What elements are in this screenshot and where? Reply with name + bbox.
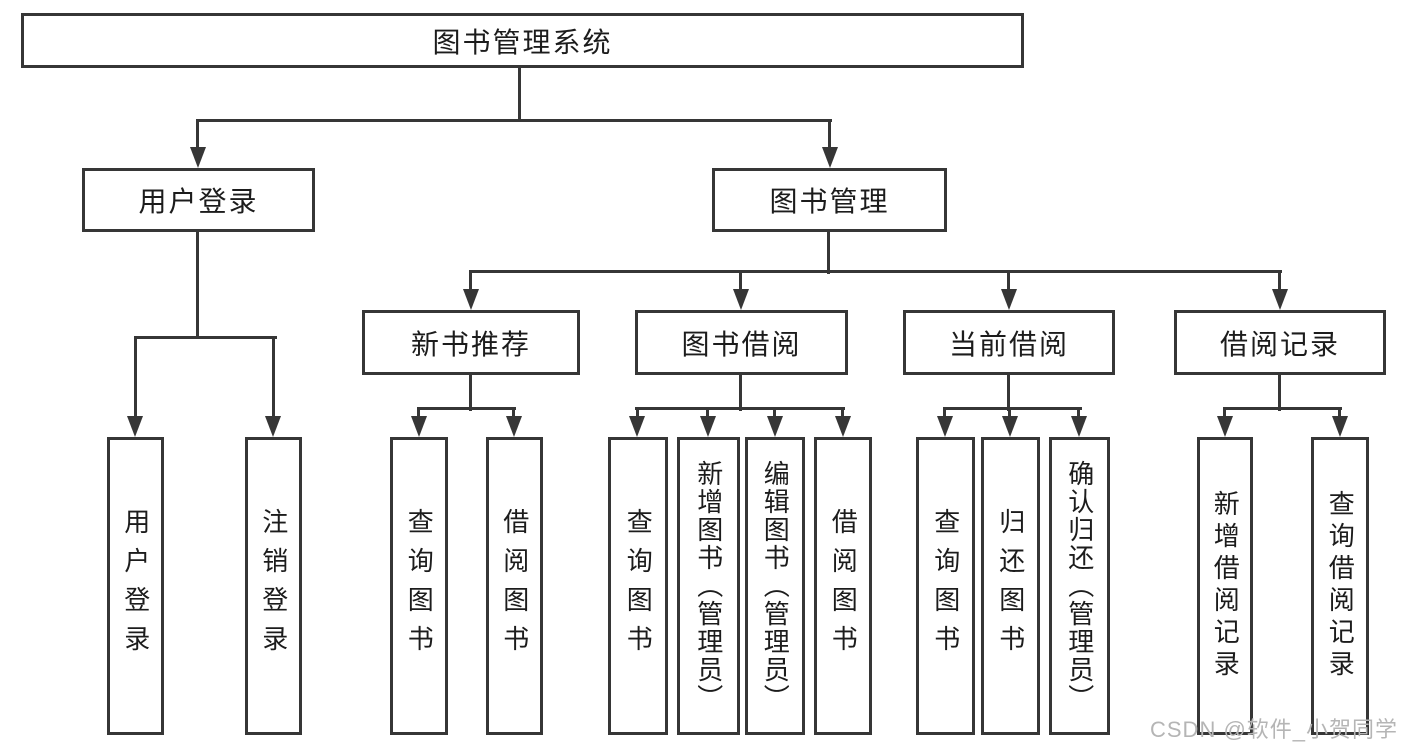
arrow-down xyxy=(1217,416,1233,437)
arrow-down xyxy=(835,416,851,437)
arrow-down xyxy=(463,289,479,310)
arrow-down xyxy=(127,416,143,437)
connector-line xyxy=(272,336,275,420)
connector-line xyxy=(134,336,137,420)
arrow-down xyxy=(1071,416,1087,437)
connector-line xyxy=(518,66,521,121)
arrow-down xyxy=(767,416,783,437)
node-current-query-book: 查询图书 xyxy=(916,437,975,735)
node-recommend-borrow-book: 借阅图书 xyxy=(486,437,543,735)
connector-line xyxy=(706,407,709,419)
node-return-book-label: 归还图书 xyxy=(995,508,1026,664)
connector-line xyxy=(943,407,1082,410)
connector-line xyxy=(196,119,199,151)
connector-line xyxy=(1077,407,1080,419)
connector-line xyxy=(1338,407,1341,419)
node-user-login: 用户登录 xyxy=(82,168,315,232)
node-current-borrowing: 当前借阅 xyxy=(903,310,1115,375)
node-borrowing-borrow-book: 借阅图书 xyxy=(814,437,872,735)
arrow-down xyxy=(937,416,953,437)
node-recommend-borrow-book-label: 借阅图书 xyxy=(499,508,530,664)
node-new-book-recommend: 新书推荐 xyxy=(362,310,580,375)
arrow-down xyxy=(190,147,206,168)
connector-line xyxy=(1278,373,1281,411)
node-library-system: 图书管理系统 xyxy=(21,13,1024,68)
node-new-book-recommend-label: 新书推荐 xyxy=(410,328,531,360)
node-confirm-return-admin: 确认归还（管理员） xyxy=(1049,437,1110,735)
connector-line xyxy=(828,119,831,151)
connector-line xyxy=(469,270,1282,273)
node-borrowing-records-label: 借阅记录 xyxy=(1219,328,1340,360)
arrow-down xyxy=(1002,416,1018,437)
arrow-down xyxy=(700,416,716,437)
node-leaf-logout-login-label: 注销登录 xyxy=(258,508,289,664)
connector-line xyxy=(469,373,472,411)
connector-line xyxy=(841,407,844,419)
node-borrowing-query-book-label: 查询图书 xyxy=(623,508,654,664)
connector-line xyxy=(469,270,472,294)
node-current-query-book-label: 查询图书 xyxy=(930,508,961,664)
node-recommend-query-book: 查询图书 xyxy=(390,437,448,735)
arrow-down xyxy=(629,416,645,437)
node-borrowing-borrow-book-label: 借阅图书 xyxy=(828,508,859,664)
connector-line xyxy=(512,407,515,419)
node-confirm-return-admin-label: 确认归还（管理员） xyxy=(1064,460,1095,712)
node-book-borrowing: 图书借阅 xyxy=(635,310,848,375)
node-edit-book-admin-label: 编辑图书（管理员） xyxy=(760,460,791,712)
connector-line xyxy=(827,230,830,274)
node-borrowing-records: 借阅记录 xyxy=(1174,310,1386,375)
connector-line xyxy=(417,407,516,410)
node-add-book-admin-label: 新增图书（管理员） xyxy=(693,460,724,712)
node-leaf-user-login: 用户登录 xyxy=(107,437,164,735)
connector-line xyxy=(1007,270,1010,294)
csdn-watermark: CSDN @软件_小贺同学 xyxy=(1150,717,1399,742)
connector-line xyxy=(1223,407,1342,410)
connector-line xyxy=(773,407,776,419)
connector-line xyxy=(417,407,420,419)
node-library-system-label: 图书管理系统 xyxy=(432,26,613,58)
arrow-down xyxy=(822,147,838,168)
connector-line xyxy=(636,407,639,419)
arrow-down xyxy=(265,416,281,437)
arrow-down xyxy=(1272,289,1288,310)
node-query-borrow-record-label: 查询借阅记录 xyxy=(1325,490,1356,682)
node-recommend-query-book-label: 查询图书 xyxy=(404,508,435,664)
connector-line xyxy=(196,230,199,339)
node-add-borrow-record: 新增借阅记录 xyxy=(1197,437,1253,735)
node-leaf-logout-login: 注销登录 xyxy=(245,437,302,735)
connector-line xyxy=(739,373,742,411)
arrow-down xyxy=(1332,416,1348,437)
arrow-down xyxy=(733,289,749,310)
node-add-book-admin: 新增图书（管理员） xyxy=(677,437,740,735)
connector-line xyxy=(1008,407,1011,419)
connector-line xyxy=(134,336,277,339)
connector-line xyxy=(1007,373,1010,411)
node-query-borrow-record: 查询借阅记录 xyxy=(1311,437,1369,735)
connector-line xyxy=(196,119,832,122)
arrow-down xyxy=(411,416,427,437)
arrow-down xyxy=(1001,289,1017,310)
node-add-borrow-record-label: 新增借阅记录 xyxy=(1210,490,1241,682)
node-borrowing-query-book: 查询图书 xyxy=(608,437,668,735)
node-book-management-label: 图书管理 xyxy=(769,186,890,217)
connector-line xyxy=(943,407,946,419)
node-book-management: 图书管理 xyxy=(712,168,947,232)
node-return-book: 归还图书 xyxy=(981,437,1040,735)
node-user-login-label: 用户登录 xyxy=(138,186,259,217)
connector-line xyxy=(1223,407,1226,419)
connector-line xyxy=(739,270,742,294)
arrow-down xyxy=(506,416,522,437)
node-leaf-user-login-label: 用户登录 xyxy=(120,508,151,664)
node-edit-book-admin: 编辑图书（管理员） xyxy=(745,437,805,735)
node-book-borrowing-label: 图书借阅 xyxy=(681,328,802,360)
connector-line xyxy=(635,407,845,410)
node-current-borrowing-label: 当前借阅 xyxy=(948,328,1069,360)
connector-line xyxy=(1278,270,1281,294)
